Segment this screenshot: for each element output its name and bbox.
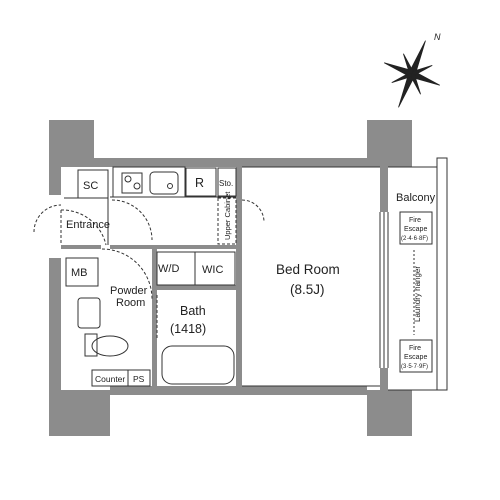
upper-cabinet-label: Upper Cabinet (223, 191, 232, 240)
powder-room-label-2: Room (116, 297, 145, 309)
wic-label: WIC (202, 264, 223, 276)
bedroom-label: Bed Room (276, 262, 340, 277)
balcony-label: Balcony (396, 192, 436, 204)
room-labels: SC Entrance R Sto. Upper Cabinet MB Powd… (66, 176, 436, 384)
mb-label: MB (71, 267, 88, 279)
wd-label: W/D (158, 263, 179, 275)
walls (49, 120, 412, 436)
north-label: N (434, 32, 441, 42)
laundry-hanger-label: Laundry hanger (413, 266, 422, 322)
fire-escape-top-2: Escape (404, 226, 427, 233)
fire-escape-top-3: (2·4·6·8F) (401, 236, 428, 242)
bath-label: Bath (180, 304, 206, 318)
fire-escape-bottom-2: Escape (404, 354, 427, 361)
refrigerator-label: R (195, 176, 204, 190)
sc-label: SC (83, 180, 98, 192)
storage-label: Sto. (219, 179, 233, 188)
bedroom-size-label: (8.5J) (290, 282, 325, 297)
counter-label: Counter (95, 374, 125, 384)
bath-size-label: (1418) (170, 322, 206, 336)
fire-escape-top-1: Fire (409, 217, 421, 224)
fire-escape-bottom-1: Fire (409, 345, 421, 352)
fire-escape-bottom-3: (3·5·7·9F) (401, 364, 428, 370)
entrance-label: Entrance (66, 219, 110, 231)
ps-label: PS (133, 374, 145, 384)
interior-lines (33, 157, 448, 391)
compass-icon: N (383, 32, 441, 108)
powder-room-label-1: Powder (110, 285, 148, 297)
